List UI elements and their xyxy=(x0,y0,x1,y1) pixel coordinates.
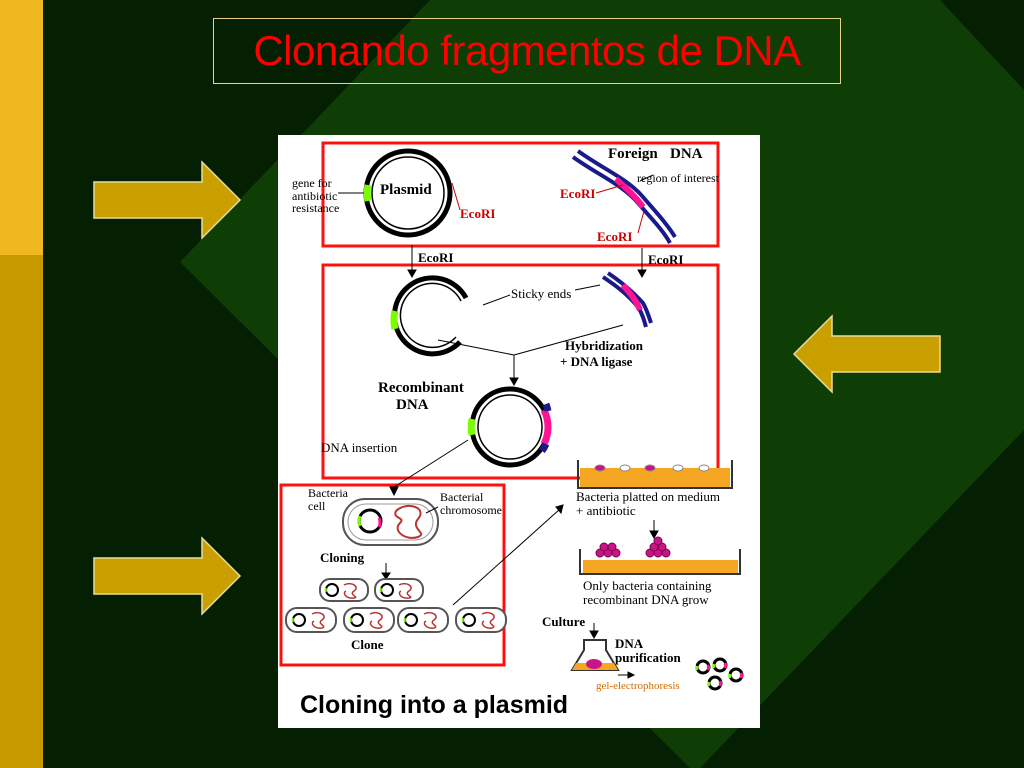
label-dna-insertion: DNA insertion xyxy=(321,440,398,455)
highlight-box-1 xyxy=(321,141,720,248)
merge-lines xyxy=(437,324,624,387)
label-bacteria-platted: Bacteria platted on medium + antibiotic xyxy=(576,489,721,518)
label-sticky-ends: Sticky ends xyxy=(511,286,572,301)
label-bacteria-cell: Bacteria cell xyxy=(308,486,348,513)
ecori-arrows xyxy=(407,245,647,279)
label-plasmid: Plasmid xyxy=(380,182,432,198)
title-box: Clonando fragmentos de DNA xyxy=(213,18,841,84)
label-gene-resistance: gene for antibiotic resistance xyxy=(292,176,340,216)
highlight-box-2 xyxy=(321,263,720,480)
slide-title: Clonando fragmentos de DNA xyxy=(253,27,801,74)
plate-2 xyxy=(579,536,741,575)
recombinant-plasmid xyxy=(467,386,552,468)
gold-bar-bottom xyxy=(0,255,43,768)
label-foreign-dna: DNA xyxy=(670,146,703,162)
purification-arrow xyxy=(618,671,636,679)
growth-arrow xyxy=(649,520,659,540)
label-ecori-foreign-2: EcoRI xyxy=(597,229,633,244)
arrow-right-icon xyxy=(93,536,242,616)
label-ecori-foreign-1: EcoRI xyxy=(560,186,596,201)
foreign-dna-strands xyxy=(571,149,677,244)
highlight-box-3 xyxy=(279,483,506,667)
bacteria-cell xyxy=(342,498,439,546)
label-only-bacteria: Only bacteria containing recombinant DNA… xyxy=(583,578,712,607)
arrow-left-icon xyxy=(792,314,941,394)
label-region-of-interest: region of interest xyxy=(637,171,719,185)
label-gel-electrophoresis: gel-electrophoresis xyxy=(596,680,680,692)
label-dna-purification: DNA purification xyxy=(615,636,681,665)
label-cloning: Cloning xyxy=(320,550,365,565)
label-dna-ligase: + DNA ligase xyxy=(560,354,633,369)
label-ecori-step-1: EcoRI xyxy=(418,250,454,265)
label-bacterial-chromosome: Bacterial chromosome xyxy=(440,490,502,517)
label-clone: Clone xyxy=(351,637,384,652)
flask-icon xyxy=(570,639,620,671)
figure-caption: Cloning into a plasmid xyxy=(300,691,569,719)
purified-plasmids xyxy=(695,657,744,691)
label-culture: Culture xyxy=(542,614,586,629)
clone-cells xyxy=(285,578,507,633)
cut-plasmid xyxy=(390,275,469,357)
label-recombinant-dna: DNA xyxy=(396,397,429,413)
label-hybridization: Hybridization xyxy=(565,338,644,353)
cloning-arrow xyxy=(381,563,391,580)
label-foreign: Foreign xyxy=(608,146,658,162)
cut-foreign-dna xyxy=(601,271,653,328)
cloning-diagram: gene for antibiotic resistance Plasmid E… xyxy=(278,135,760,728)
label-ecori-plasmid: EcoRI xyxy=(460,206,496,221)
plasmid-circle xyxy=(338,148,461,238)
insertion-arrow xyxy=(389,439,469,497)
arrow-right-icon xyxy=(93,160,242,240)
gold-bar-top xyxy=(0,0,43,255)
label-recombinant: Recombinant xyxy=(378,380,464,396)
culture-arrow xyxy=(589,623,599,640)
sticky-ends-pointers xyxy=(482,284,601,306)
plate-1 xyxy=(577,460,733,489)
diagram-drawing xyxy=(279,141,744,691)
label-ecori-step-2: EcoRI xyxy=(648,252,684,267)
plating-arrow xyxy=(452,504,564,606)
